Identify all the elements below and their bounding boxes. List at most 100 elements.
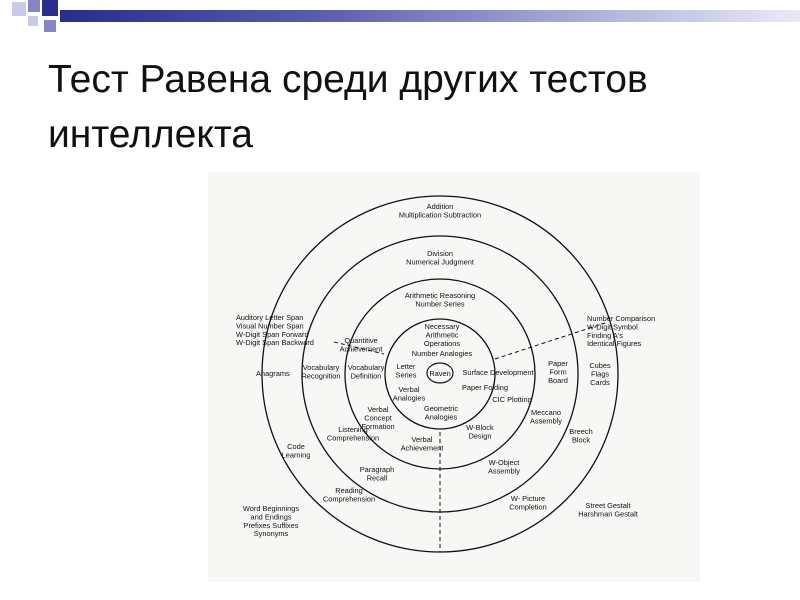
- label-line: Flags: [591, 369, 609, 378]
- accent-square: [28, 0, 40, 12]
- accent-square: [28, 16, 38, 26]
- label-line: W-Block: [466, 423, 494, 432]
- label-line: Arithmetic: [426, 330, 459, 339]
- label-line: Achievement: [340, 344, 383, 353]
- label-line: Meccano: [531, 408, 561, 417]
- label-line: W-Digit Symbol: [587, 322, 638, 331]
- label-line: Definition: [351, 371, 382, 380]
- label-line: Analogies: [425, 412, 458, 421]
- label-line: Visual Number Span: [236, 321, 304, 330]
- label-line: Analogies: [393, 393, 426, 402]
- label-surface-dev: Surface Development: [462, 368, 533, 377]
- label-anagrams: Anagrams: [256, 369, 290, 378]
- label-number-analogies: Number Analogies: [412, 349, 473, 358]
- inner-ring: [384, 318, 496, 430]
- label-line: Design: [468, 431, 491, 440]
- label-line: Arithmetic Reasoning: [405, 291, 475, 300]
- label-line: Numerical Judgment: [406, 257, 474, 266]
- label-line: Block: [572, 435, 590, 444]
- label-line: Vocabulary: [303, 363, 340, 372]
- label-line: Vocabulary: [348, 363, 385, 372]
- label-line: Learning: [282, 450, 311, 459]
- label-line: Harshman Gestalt: [578, 509, 638, 518]
- center-label: Raven: [429, 369, 450, 378]
- label-line: Assembly: [530, 416, 562, 425]
- label-cic-plotting: CIC Plotting: [492, 395, 531, 404]
- label-line: Comprehension: [327, 433, 379, 442]
- label-line: Number Series: [415, 299, 465, 308]
- label-line: Synonyms: [254, 529, 289, 538]
- label-line: Auditory Letter Span: [236, 313, 303, 322]
- label-line: Cards: [590, 378, 610, 387]
- accent-square: [42, 0, 58, 16]
- label-line: Verbal: [399, 385, 420, 394]
- accent-square: [44, 20, 56, 32]
- label-line: Letter: [397, 362, 416, 371]
- label-line: Number Analogies: [412, 349, 473, 358]
- label-line: W-Object: [489, 458, 520, 467]
- label-line: Geometric: [424, 404, 458, 413]
- divider-left: [333, 341, 385, 355]
- label-line: Addition: [427, 202, 454, 211]
- label-line: Division: [427, 249, 453, 258]
- label-line: Assembly: [488, 466, 520, 475]
- label-line: Surface Development: [462, 368, 533, 377]
- label-line: Necessary: [425, 322, 460, 331]
- label-line: Verbal: [412, 435, 433, 444]
- label-line: Completion: [509, 502, 546, 511]
- label-line: Identical Figures: [587, 339, 642, 348]
- label-line: Number Comparison: [587, 314, 655, 323]
- label-line: W-Digit Span Backward: [236, 338, 314, 347]
- label-line: Listening: [338, 425, 368, 434]
- center-ring: [426, 362, 454, 384]
- label-line: Board: [548, 376, 568, 385]
- label-line: Multiplication Subtraction: [399, 210, 481, 219]
- label-line: Code: [287, 442, 305, 451]
- label-line: Street Gestalt: [585, 501, 630, 510]
- label-line: Breech: [569, 427, 592, 436]
- label-line: Recognition: [301, 371, 340, 380]
- label-line: Word Beginnings: [243, 504, 299, 513]
- label-line: Formation: [361, 422, 394, 431]
- label-line: Reading: [335, 486, 363, 495]
- title-accent-bar: [0, 0, 800, 38]
- label-paper-folding: Paper Folding: [462, 383, 508, 392]
- label-line: Anagrams: [256, 369, 290, 378]
- label-line: Operations: [424, 339, 460, 348]
- slide-title: Тест Равена среди других тестов интеллек…: [48, 58, 648, 156]
- label-line: W- Picture: [511, 494, 545, 503]
- accent-square: [12, 2, 26, 16]
- label-line: and Endings: [250, 512, 291, 521]
- title-band: [60, 10, 800, 22]
- label-line: Paper: [548, 359, 568, 368]
- label-line: Prefixes Suffixes: [244, 521, 299, 530]
- label-line: Recall: [367, 473, 388, 482]
- label-line: Concept: [364, 413, 392, 422]
- label-line: Form: [549, 367, 566, 376]
- label-line: Cubes: [589, 361, 611, 370]
- label-line: Paragraph: [360, 465, 395, 474]
- label-line: W-Digit Span Forward: [236, 330, 309, 339]
